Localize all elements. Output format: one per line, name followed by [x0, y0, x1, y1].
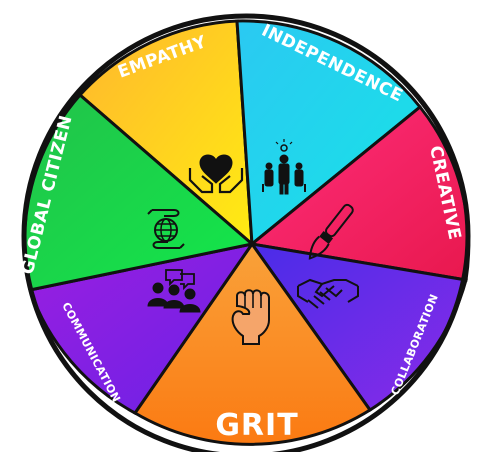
person-with-lightbulb-group-icon	[262, 139, 306, 195]
wheel-rim	[21, 13, 471, 452]
paintbrush-icon	[308, 203, 354, 260]
handshake-icon	[297, 278, 359, 309]
wheel-segment-empathy	[77, 19, 254, 248]
hands-holding-heart-icon	[188, 154, 244, 194]
people-talking-icon	[147, 269, 201, 313]
label-grit: GRIT	[215, 408, 298, 443]
hands-holding-globe-icon	[147, 209, 185, 249]
raised-fist-icon	[231, 289, 270, 345]
